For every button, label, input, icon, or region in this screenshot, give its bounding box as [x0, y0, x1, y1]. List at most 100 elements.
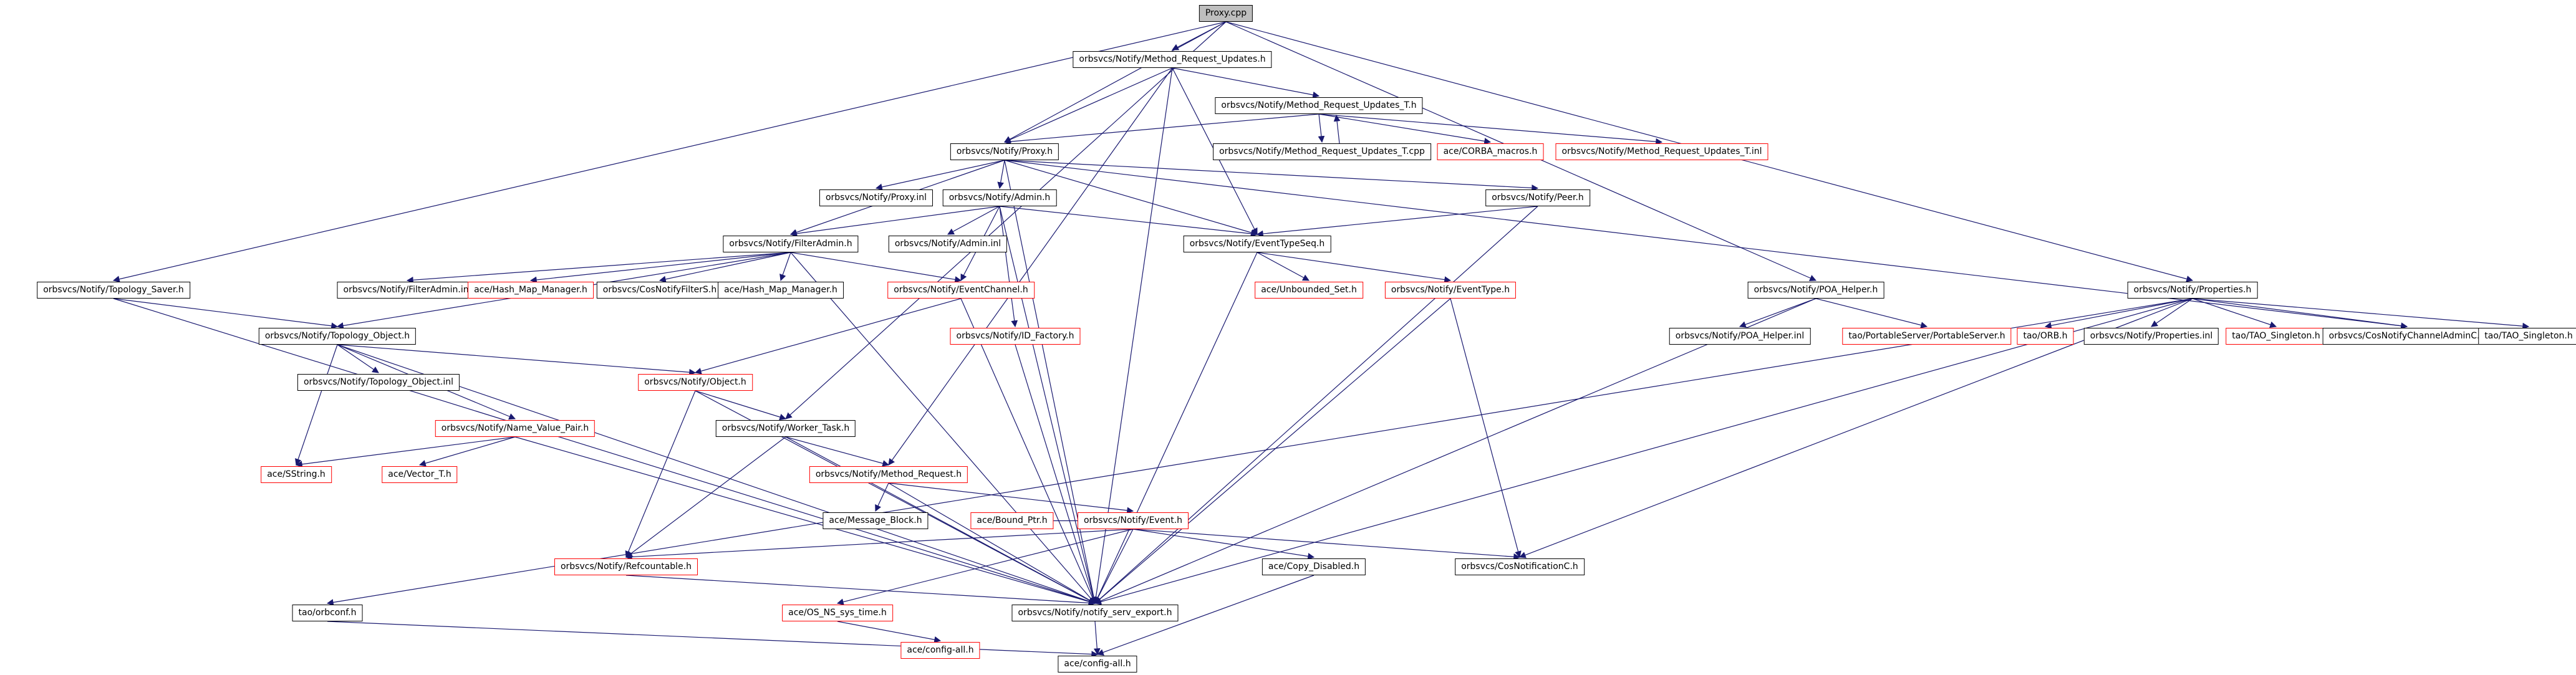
include-edge-event_h--copy_disabled_h	[1132, 529, 1315, 560]
include-edge-event_h--cosnotificationc_h	[1132, 529, 1521, 560]
graph-node-tao_singleton_red[interactable]: tao/TAO_Singleton.h	[2226, 328, 2327, 345]
graph-node-filteradmin_inl[interactable]: orbsvcs/Notify/FilterAdmin.inl	[337, 282, 478, 299]
include-edge-name_value_pair_h--sstring_h	[295, 436, 516, 468]
graph-node-topology_saver_h[interactable]: orbsvcs/Notify/Topology_Saver.h	[37, 282, 190, 299]
include-edge-proxy_h--proxy_inl	[875, 160, 1005, 191]
graph-node-corba_macros[interactable]: ace/CORBA_macros.h	[1437, 143, 1544, 160]
include-edge-copy_disabled_h--config_all	[1096, 575, 1315, 656]
graph-node-notify_serv_export_h[interactable]: orbsvcs/Notify/notify_serv_export.h	[1011, 605, 1179, 621]
include-edge-id_factory_h--notify_serv_export_h	[1015, 344, 1097, 605]
edge-group	[112, 21, 2530, 658]
graph-node-admin_inl[interactable]: orbsvcs/Notify/Admin.inl	[888, 236, 1008, 252]
include-edge-mru_t_h--mru_t_cpp	[1318, 113, 1325, 143]
include-edge-event_h--os_ns_sys_time_h	[836, 529, 1134, 605]
graph-node-admin_h[interactable]: orbsvcs/Notify/Admin.h	[942, 189, 1057, 206]
include-edge-notify_serv_export_h--config_all	[1093, 621, 1101, 656]
include-edge-admin_h--notify_serv_export_h	[999, 206, 1097, 605]
include-edge-properties_h--cosnotifychanneladminc_h	[2192, 298, 2408, 330]
graph-node-os_ns_sys_time_h[interactable]: ace/OS_NS_sys_time.h	[782, 605, 893, 621]
graph-node-mru_t_h[interactable]: orbsvcs/Notify/Method_Request_Updates_T.…	[1215, 97, 1423, 114]
graph-node-hash_map_red[interactable]: ace/Hash_Map_Manager.h	[468, 282, 594, 299]
include-edge-admin_h--admin_inl	[947, 206, 1000, 235]
graph-node-peer_h[interactable]: orbsvcs/Notify/Peer.h	[1485, 189, 1590, 206]
graph-node-mru_h[interactable]: orbsvcs/Notify/Method_Request_Updates.h	[1073, 51, 1272, 68]
graph-node-properties_inl[interactable]: orbsvcs/Notify/Properties.inl	[2083, 328, 2219, 345]
graph-node-mru_t_inl[interactable]: orbsvcs/Notify/Method_Request_Updates_T.…	[1555, 143, 1768, 160]
include-edge-filteradmin_h--hash_map_red	[529, 252, 791, 284]
include-edge-topology_object_h--topology_object_inl	[337, 344, 379, 373]
include-edge-eventtype_h--notify_serv_export_h	[1094, 298, 1451, 604]
include-edge-topology_object_h--object_h	[337, 344, 697, 376]
include-edge-event_h--notify_serv_export_h	[1094, 529, 1134, 604]
graph-node-proxy_h[interactable]: orbsvcs/Notify/Proxy.h	[950, 143, 1059, 160]
graph-node-eventtypeseq_h[interactable]: orbsvcs/Notify/EventTypeSeq.h	[1183, 236, 1331, 252]
graph-node-hash_map[interactable]: ace/Hash_Map_Manager.h	[718, 282, 844, 299]
include-edge-filteradmin_h--eventchannel_h	[790, 252, 962, 283]
graph-node-copy_disabled_h[interactable]: ace/Copy_Disabled.h	[1261, 558, 1366, 575]
graph-node-event_h[interactable]: orbsvcs/Notify/Event.h	[1077, 512, 1189, 529]
graph-node-unbounded_set[interactable]: ace/Unbounded_Set.h	[1255, 282, 1363, 299]
graph-node-sstring_h[interactable]: ace/SString.h	[261, 466, 332, 483]
include-edge-admin_h--id_factory_h	[999, 206, 1018, 328]
include-edge-properties_h--orbconf_h	[326, 298, 2193, 606]
graph-node-cosnotifychanneladminc_h[interactable]: orbsvcs/CosNotifyChannelAdminC.h	[2322, 328, 2492, 345]
graph-node-refcountable_h[interactable]: orbsvcs/Notify/Refcountable.h	[554, 558, 698, 575]
graph-node-tao_singleton[interactable]: tao/TAO_Singleton.h	[2478, 328, 2576, 345]
graph-node-bound_ptr_h[interactable]: ace/Bound_Ptr.h	[970, 512, 1054, 529]
include-edge-proxy_h--peer_h	[1004, 160, 1539, 191]
graph-node-orb_h[interactable]: tao/ORB.h	[2017, 328, 2074, 345]
include-edge-filteradmin_h--hash_map	[779, 252, 791, 282]
graph-node-orbconf_h[interactable]: tao/orbconf.h	[292, 605, 363, 621]
graph-node-eventtype_h[interactable]: orbsvcs/Notify/EventType.h	[1384, 282, 1517, 299]
graph-node-properties_h[interactable]: orbsvcs/Notify/Properties.h	[2127, 282, 2258, 299]
include-edge-peer_h--eventtypeseq_h	[1256, 206, 1538, 237]
graph-node-worker_task_h[interactable]: orbsvcs/Notify/Worker_Task.h	[715, 420, 856, 437]
include-edge-proxy_h--notify_serv_export_h	[1004, 160, 1097, 605]
graph-node-poa_helper_inl[interactable]: orbsvcs/Notify/POA_Helper.inl	[1669, 328, 1811, 345]
include-edge-poa_helper_h--portableserver_h	[1815, 298, 1928, 328]
graph-node-eventchannel_h[interactable]: orbsvcs/Notify/EventChannel.h	[887, 282, 1035, 299]
include-edge-proxy_cpp--worker_task_h	[785, 21, 1227, 419]
include-edge-eventtypeseq_h--eventtype_h	[1257, 252, 1452, 283]
graph-node-cosnotificationc_h[interactable]: orbsvcs/CosNotificationC.h	[1455, 558, 1585, 575]
graph-node-portableserver_h[interactable]: tao/PortableServer/PortableServer.h	[1842, 328, 2012, 345]
graph-node-cosnotifyfilters_h[interactable]: orbsvcs/CosNotifyFilterS.h	[596, 282, 723, 299]
include-edge-admin_h--eventtypeseq_h	[999, 206, 1258, 237]
graph-node-filteradmin_h[interactable]: orbsvcs/Notify/FilterAdmin.h	[723, 236, 859, 252]
graph-node-topology_object_h[interactable]: orbsvcs/Notify/Topology_Object.h	[258, 328, 417, 345]
include-edge-event_h--refcountable_h	[625, 529, 1134, 560]
include-edge-worker_task_h--refcountable_h	[625, 436, 786, 558]
graph-node-method_request_h[interactable]: orbsvcs/Notify/Method_Request.h	[809, 466, 968, 483]
include-edge-eventtypeseq_h--unbounded_set	[1257, 252, 1310, 281]
graph-node-config_all[interactable]: ace/config-all.h	[1058, 656, 1137, 673]
include-edge-mru_t_h--proxy_h	[1003, 113, 1319, 145]
graph-node-mru_t_cpp[interactable]: orbsvcs/Notify/Method_Request_Updates_T.…	[1213, 143, 1431, 160]
include-edge-mru_h--method_request_h	[888, 67, 1173, 466]
graph-node-proxy_inl[interactable]: orbsvcs/Notify/Proxy.inl	[819, 189, 933, 206]
include-edge-proxy_cpp--proxy_h	[1004, 21, 1227, 143]
graph-node-config_all_red[interactable]: ace/config-all.h	[900, 642, 980, 659]
include-edge-topology_object_h--sstring_h	[295, 344, 338, 466]
include-edge-eventtypeseq_h--notify_serv_export_h	[1094, 252, 1258, 604]
include-edge-filteradmin_h--filteradmin_inl	[406, 252, 791, 284]
graph-node-poa_helper_h[interactable]: orbsvcs/Notify/POA_Helper.h	[1747, 282, 1884, 299]
graph-node-vector_t_h[interactable]: ace/Vector_T.h	[382, 466, 458, 483]
include-edge-object_h--worker_task_h	[695, 390, 787, 421]
include-edge-method_request_h--message_block_h	[875, 482, 889, 512]
graph-node-message_block_h[interactable]: ace/Message_Block.h	[822, 512, 929, 529]
include-edge-poa_helper_h--poa_helper_inl	[1739, 298, 1816, 328]
include-edge-eventchannel_h--object_h	[694, 298, 962, 375]
graph-node-id_factory_h[interactable]: orbsvcs/Notify/ID_Factory.h	[950, 328, 1081, 345]
graph-node-object_h[interactable]: orbsvcs/Notify/Object.h	[638, 374, 753, 391]
graph-node-name_value_pair_h[interactable]: orbsvcs/Notify/Name_Value_Pair.h	[435, 420, 596, 437]
include-edge-os_ns_sys_time_h--config_all_red	[837, 621, 942, 643]
include-edge-peer_h--notify_serv_export_h	[1094, 206, 1538, 604]
include-edge-worker_task_h--notify_serv_export_h	[785, 436, 1096, 604]
include-edge-properties_h--tao_singleton_red	[2192, 298, 2277, 328]
include-edge-mru_h--mru_t_h	[1172, 67, 1320, 98]
include-edge-orbconf_h--config_all	[327, 621, 1099, 658]
include-edge-method_request_h--event_h	[888, 482, 1134, 514]
graph-node-topology_object_inl[interactable]: orbsvcs/Notify/Topology_Object.inl	[297, 374, 460, 391]
